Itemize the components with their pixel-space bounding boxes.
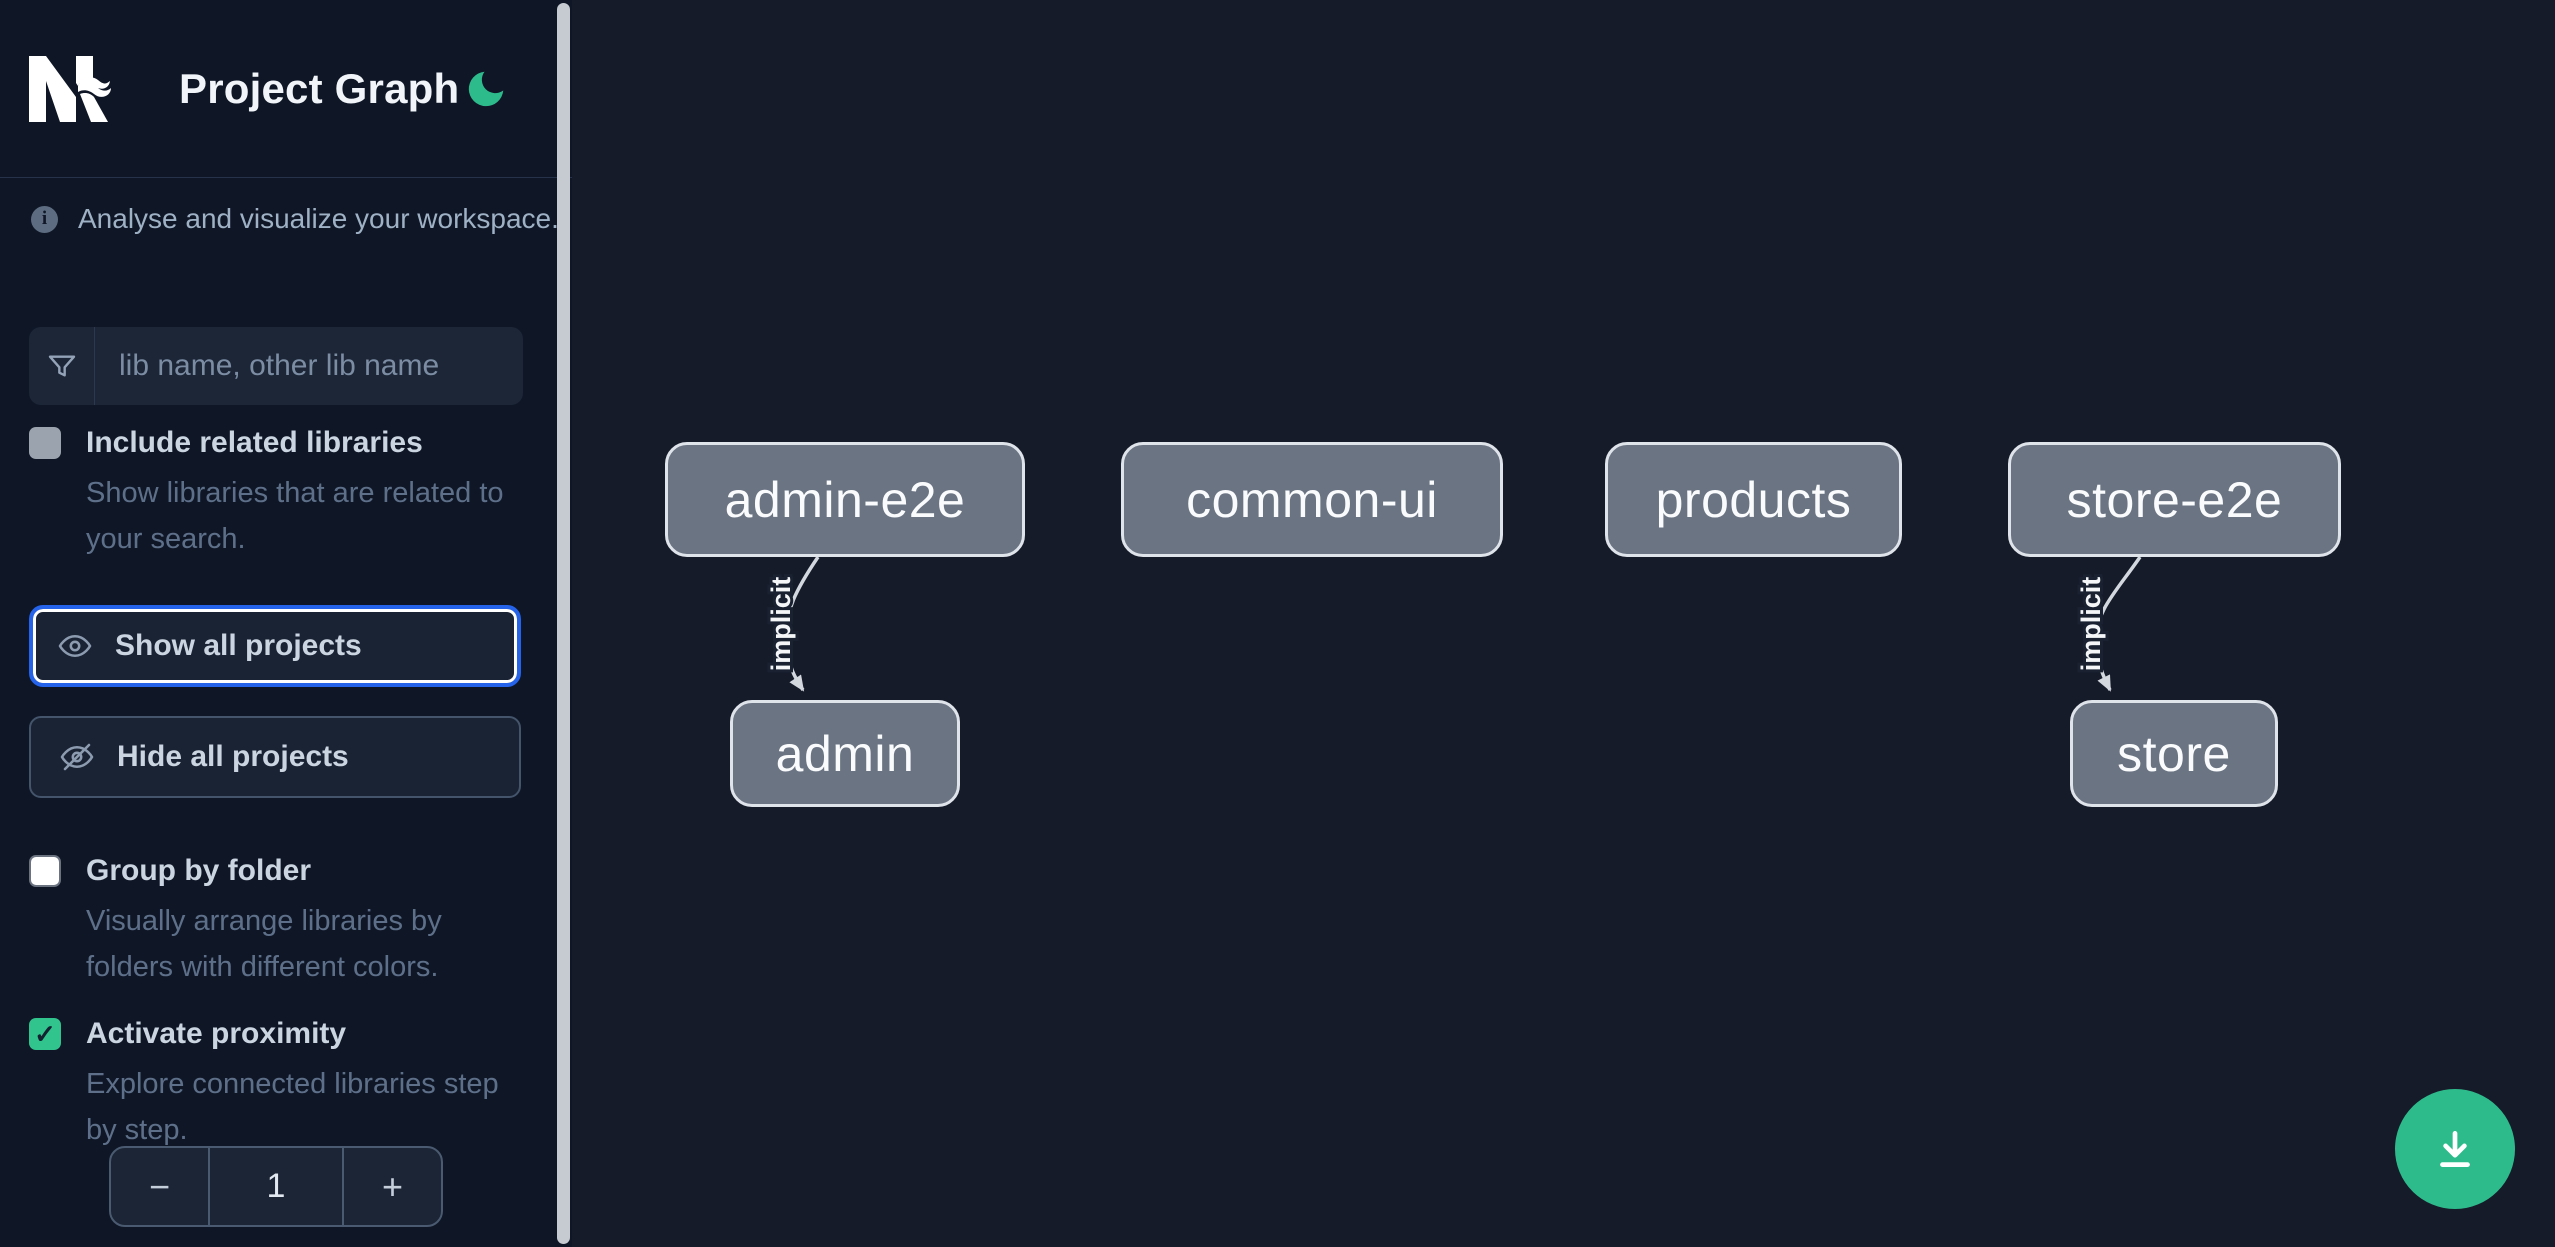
tagline-row: i Analyse and visualize your workspace. (31, 203, 559, 235)
option-label: Include related libraries (86, 426, 423, 459)
page-title: Project Graph (179, 64, 460, 112)
option-label: Activate proximity (86, 1017, 347, 1050)
eye-icon (55, 626, 95, 666)
graph-node-store[interactable]: store (2070, 700, 2278, 807)
search-box (29, 327, 523, 405)
proximity-value: 1 (208, 1148, 344, 1225)
nx-logo (29, 55, 111, 122)
graph-node-admin-e2e[interactable]: admin-e2e (665, 442, 1025, 557)
option-include-related: Include related libraries Show libraries… (29, 425, 523, 562)
sidebar: Project Graph i Analyse and visualize yo… (0, 0, 572, 1247)
graph-node-common-ui[interactable]: common-ui (1121, 442, 1503, 557)
proximity-increment-button[interactable]: + (344, 1148, 441, 1225)
eye-slash-icon (57, 737, 97, 777)
graph-node-admin[interactable]: admin (730, 700, 960, 807)
option-description: Show libraries that are related to your … (86, 477, 504, 555)
graph-canvas[interactable]: implicit implicit admin-e2e common-ui pr… (572, 0, 2555, 1247)
moon-icon (468, 71, 504, 106)
info-icon: i (31, 205, 58, 233)
edge-label-implicit: implicit (2076, 577, 2106, 672)
option-description: Explore connected libraries step by step… (86, 1068, 499, 1146)
download-icon (2440, 1131, 2470, 1167)
hide-all-projects-button[interactable]: Hide all projects (29, 716, 521, 798)
option-description: Visually arrange libraries by folders wi… (86, 905, 442, 983)
funnel-icon (29, 327, 95, 405)
option-activate-proximity: Activate proximity Explore connected lib… (29, 1016, 523, 1153)
include-related-checkbox[interactable] (29, 427, 61, 459)
graph-node-store-e2e[interactable]: store-e2e (2008, 442, 2341, 557)
proximity-stepper: − 1 + (109, 1146, 443, 1227)
search-input[interactable] (95, 327, 523, 405)
option-group-by-folder: Group by folder Visually arrange librari… (29, 853, 523, 990)
sidebar-scrollbar[interactable] (557, 3, 570, 1244)
proximity-decrement-button[interactable]: − (111, 1148, 208, 1225)
edge-label-implicit: implicit (766, 577, 796, 672)
graph-edges: implicit implicit (763, 556, 2142, 692)
show-all-projects-button[interactable]: Show all projects (29, 605, 521, 687)
sidebar-header: Project Graph (0, 0, 572, 178)
activate-proximity-checkbox[interactable] (29, 1018, 61, 1050)
option-label: Group by folder (86, 854, 311, 887)
theme-toggle-button[interactable] (462, 65, 510, 113)
hide-all-projects-label: Hide all projects (117, 740, 349, 773)
show-all-projects-label: Show all projects (115, 629, 362, 662)
tagline-text: Analyse and visualize your workspace. (78, 203, 559, 234)
group-by-folder-checkbox[interactable] (29, 855, 61, 887)
graph-node-products[interactable]: products (1605, 442, 1902, 557)
edge-admin-e2e-to-admin: implicit (763, 556, 820, 692)
edge-store-e2e-to-store: implicit (2073, 556, 2142, 692)
download-graph-button[interactable] (2395, 1089, 2515, 1209)
